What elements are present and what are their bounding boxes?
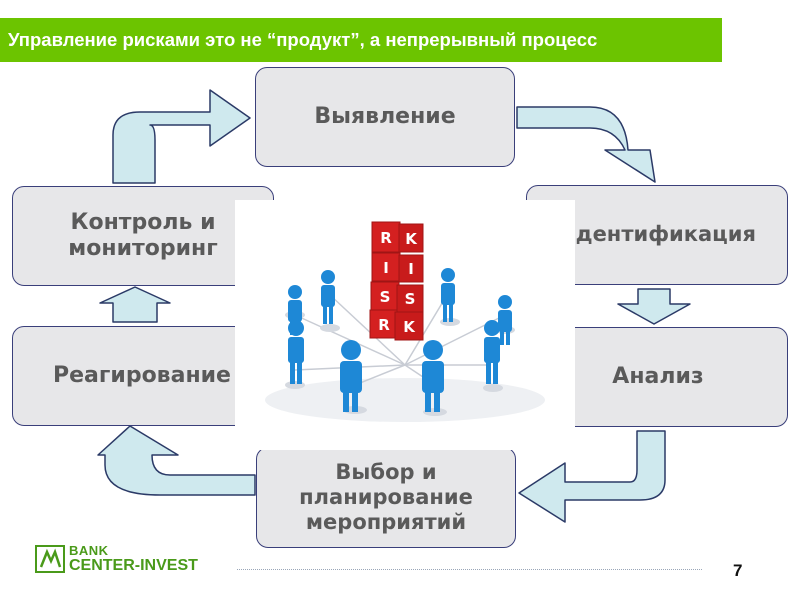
people-figures	[288, 268, 512, 412]
cube-letter: K	[403, 318, 416, 336]
cube-letter: R	[378, 316, 390, 334]
cube-letter: I	[408, 260, 414, 278]
arrow-planning-to-response	[97, 425, 256, 496]
page-number: 7	[733, 561, 743, 580]
arrow-detect-to-identify	[516, 106, 656, 183]
arrow-control-to-detect	[112, 89, 251, 184]
step-label: Идентификация	[558, 222, 756, 247]
cube-letter: I	[383, 259, 389, 277]
step-response: Реагирование	[12, 326, 272, 426]
step-label: Контроль и мониторинг	[68, 209, 218, 261]
bank-logo-icon	[35, 545, 65, 573]
cube-letter: S	[405, 290, 416, 308]
footer-divider	[237, 569, 702, 570]
logo-line-bank: BANK	[69, 543, 109, 558]
bank-logo: BANK CENTER-INVEST	[35, 543, 215, 579]
risk-cubes: R K S S I I R K	[369, 221, 424, 341]
slide-title-banner: Управление рисками это не “продукт”, а н…	[0, 18, 722, 62]
step-planning: Выбор и планирование мероприятий	[256, 447, 516, 548]
cube-letter: K	[405, 230, 418, 248]
cube-letter: S	[380, 288, 391, 306]
arrow-response-to-control	[99, 286, 171, 323]
step-detection: Выявление	[255, 67, 515, 167]
step-label: Реагирование	[53, 362, 231, 388]
step-label: Выбор и планирование мероприятий	[299, 459, 473, 535]
risk-illustration: R K S S I I R K	[235, 200, 575, 450]
step-control-monitoring: Контроль и мониторинг	[12, 186, 274, 286]
step-label: Анализ	[612, 363, 704, 389]
arrow-analysis-to-planning	[518, 430, 666, 523]
cube-letter: R	[380, 229, 392, 247]
arrow-identify-to-analysis	[617, 288, 691, 325]
logo-line-center-invest: CENTER-INVEST	[69, 557, 198, 574]
step-label: Выявление	[314, 103, 456, 129]
